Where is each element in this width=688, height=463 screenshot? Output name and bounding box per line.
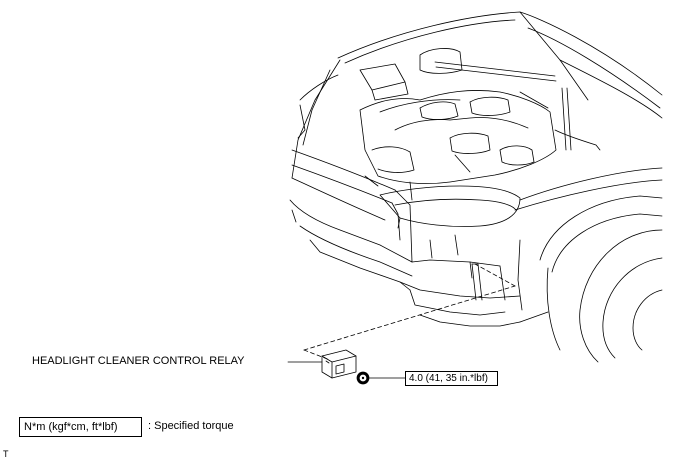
front-wheel: [579, 229, 663, 363]
bolt-icon: [356, 371, 370, 385]
part-label: HEADLIGHT CLEANER CONTROL RELAY: [32, 355, 245, 367]
legend-description: : Specified torque: [148, 420, 234, 432]
position-leader-lines: [303, 263, 516, 361]
relay-component: [321, 349, 357, 379]
torque-value: 4.0 (41, 35 in.*lbf): [409, 373, 488, 384]
raised-hood: [337, 11, 663, 119]
torque-callout: 4.0 (41, 35 in.*lbf): [405, 371, 498, 386]
hood-prop-rod: [434, 61, 572, 151]
fender: [291, 59, 663, 351]
front-bumper: [289, 149, 413, 291]
legend-units: N*m (kgf*cm, ft*lbf): [24, 421, 118, 433]
corner-code: T: [3, 449, 9, 459]
relay-mounting-bracket: [471, 263, 483, 301]
legend-units-box: N*m (kgf*cm, ft*lbf): [19, 417, 142, 437]
engine: [359, 48, 601, 201]
headlight: [379, 185, 521, 229]
lower-apron: [399, 234, 549, 327]
